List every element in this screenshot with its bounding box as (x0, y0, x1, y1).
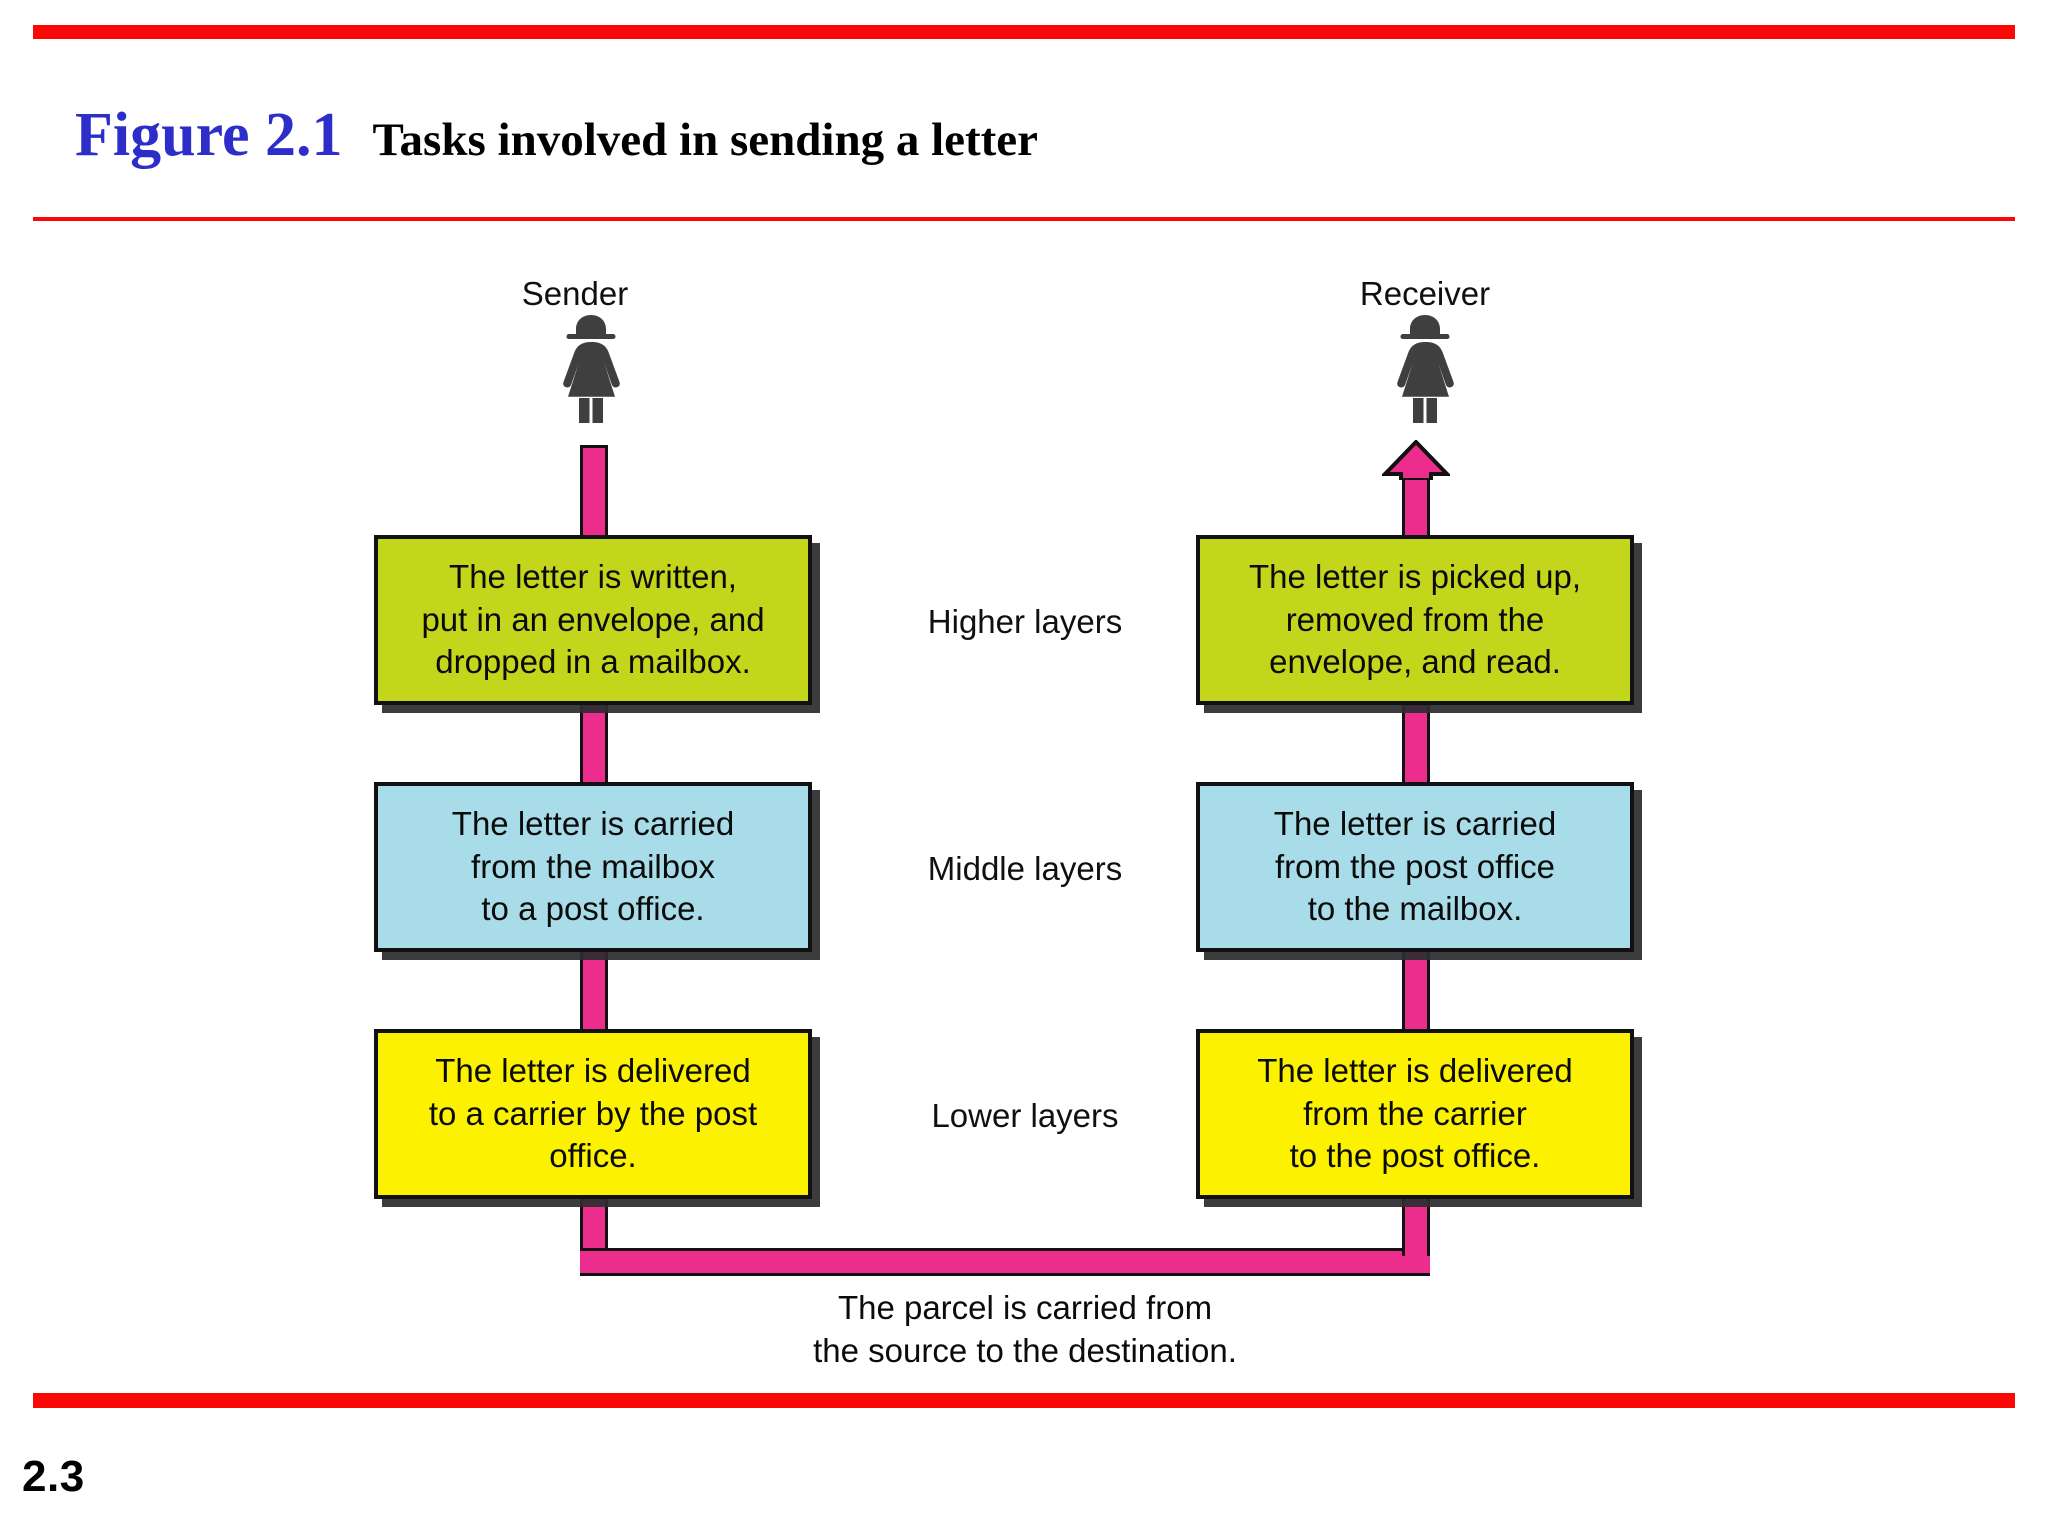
box-text-line: The letter is delivered (435, 1051, 751, 1089)
box-text-line: The letter is carried (1273, 804, 1557, 842)
box-text-line: removed from the (1285, 600, 1545, 638)
box-text-line: dropped in a mailbox. (435, 643, 751, 681)
parcel-transfer-caption: The parcel is carried from the source to… (700, 1287, 1350, 1373)
box-text-line: The letter is picked up, (1249, 557, 1581, 595)
receiver-arrow-up-icon (1380, 439, 1452, 482)
receiver-box-lower-layers[interactable]: The letter is delivered from the carrier… (1196, 1029, 1634, 1199)
sender-conduit-segment-1-2 (580, 700, 608, 788)
sender-conduit-segment-top (580, 445, 608, 540)
receiver-conduit-segment-3-2 (1402, 947, 1430, 1035)
sender-box-higher-layers[interactable]: The letter is written, put in an envelop… (374, 535, 812, 705)
box-text-line: to a carrier by the post (428, 1094, 758, 1132)
layer-label-lower: Lower layers (931, 1097, 1119, 1134)
sender-label: Sender (521, 275, 629, 312)
box-text-line: from the mailbox (471, 847, 715, 885)
box-text-line: from the post office (1274, 847, 1556, 885)
box-text-line: to the mailbox. (1307, 890, 1523, 928)
receiver-label: Receiver (1359, 275, 1491, 312)
top-red-rule (33, 25, 2015, 39)
box-text-line: The letter is delivered (1257, 1051, 1573, 1089)
parcel-transfer-conduit (580, 1248, 1430, 1276)
sender-box-lower-layers[interactable]: The letter is delivered to a carrier by … (374, 1029, 812, 1199)
header-divider-rule (33, 217, 2015, 221)
layer-label-middle: Middle layers (927, 850, 1123, 887)
caption-line: the source to the destination. (813, 1331, 1237, 1369)
sender-conduit-segment-2-3 (580, 947, 608, 1035)
bottom-red-rule (33, 1393, 2015, 1408)
sender-person-icon (556, 312, 626, 424)
box-text-line: to the post office. (1289, 1137, 1541, 1175)
receiver-person-icon (1390, 312, 1460, 424)
receiver-box-higher-layers[interactable]: The letter is picked up, removed from th… (1196, 535, 1634, 705)
box-text-line: office. (549, 1137, 637, 1175)
box-text-line: to a post office. (481, 890, 705, 928)
sender-box-middle-layers[interactable]: The letter is carried from the mailbox t… (374, 782, 812, 952)
layer-label-higher: Higher layers (927, 603, 1123, 640)
sender-conduit-segment-bottom (580, 1194, 608, 1256)
receiver-conduit-segment-top (1402, 472, 1430, 540)
box-text-line: envelope, and read. (1269, 643, 1561, 681)
figure-header: Figure 2.1 Tasks involved in sending a l… (75, 100, 1038, 171)
figure-number: Figure 2.1 (75, 101, 343, 169)
box-text-line: The letter is written, (449, 557, 737, 595)
caption-line: The parcel is carried from (837, 1289, 1213, 1326)
receiver-conduit-segment-2-1 (1402, 700, 1430, 788)
box-text-line: The letter is carried (451, 804, 735, 842)
receiver-box-middle-layers[interactable]: The letter is carried from the post offi… (1196, 782, 1634, 952)
slide-number: 2.3 (22, 1452, 85, 1501)
box-text-line: put in an envelope, and (421, 600, 765, 638)
receiver-conduit-segment-bottom (1402, 1194, 1430, 1256)
page-title: Tasks involved in sending a letter (372, 114, 1039, 166)
box-text-line: from the carrier (1303, 1094, 1527, 1132)
